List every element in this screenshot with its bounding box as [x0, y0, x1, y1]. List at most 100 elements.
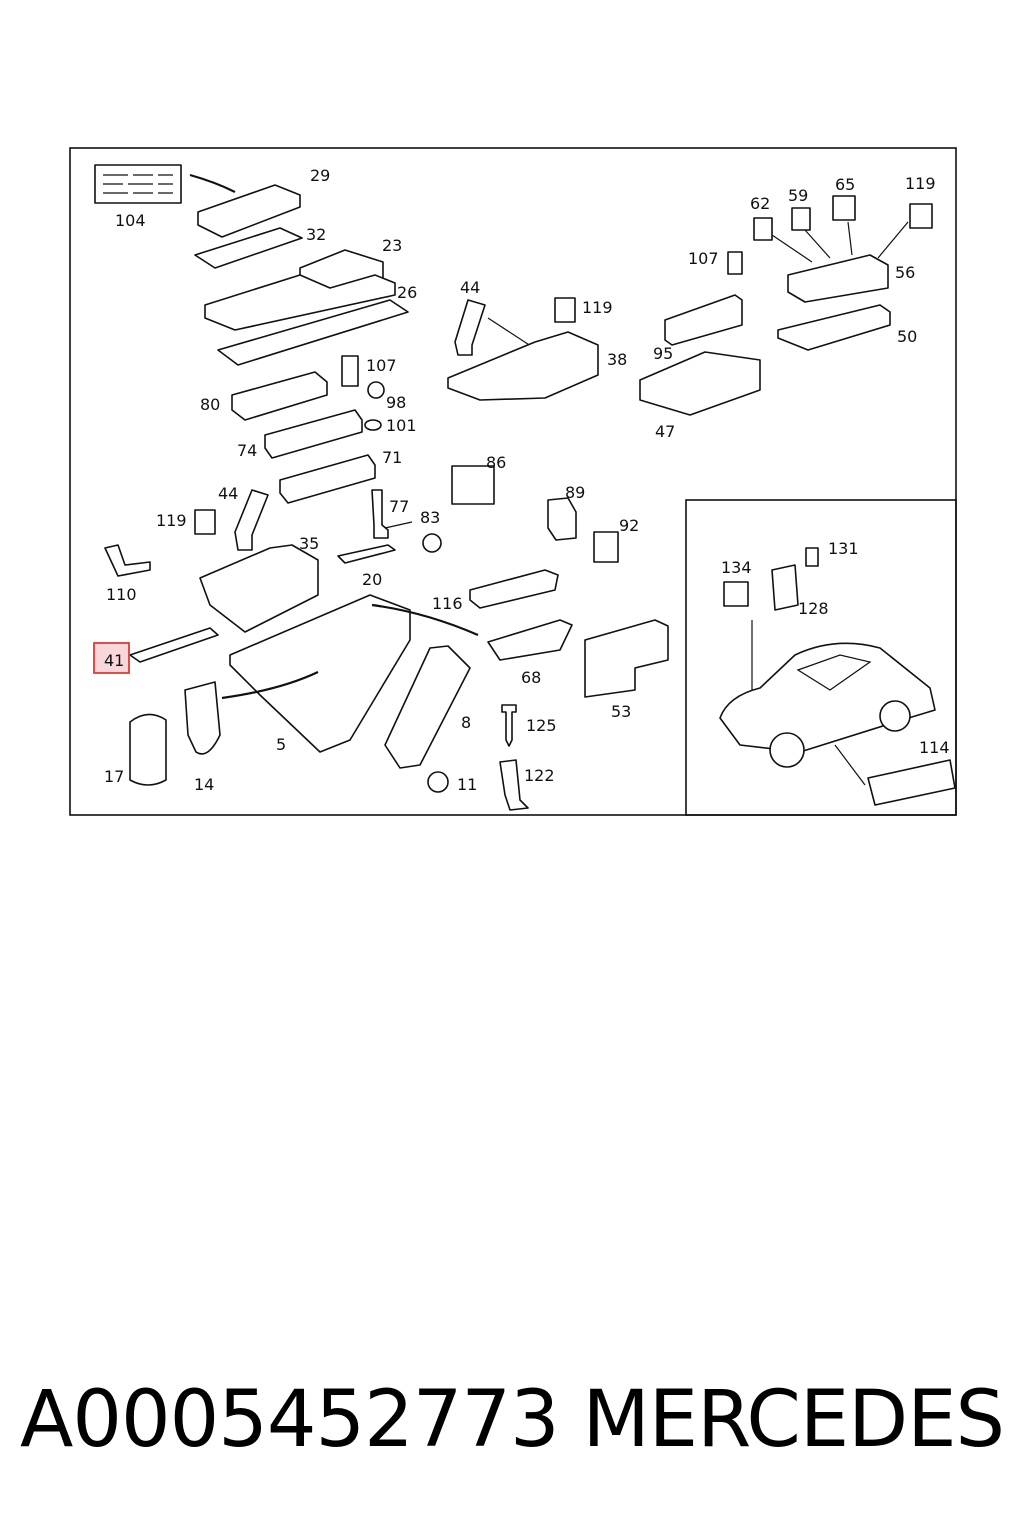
callout-86: 86: [486, 453, 506, 472]
callout-14: 14: [194, 775, 214, 794]
callout-56: 56: [895, 263, 915, 282]
part-59-relay: [791, 207, 811, 231]
part-83-screw: [422, 533, 442, 553]
arrow-5: [221, 671, 319, 700]
callout-35: 35: [299, 534, 319, 553]
part-119-relay-left: [194, 509, 216, 535]
callout-20: 20: [362, 570, 382, 589]
part-89-connector: [547, 497, 577, 541]
callout-134: 134: [721, 558, 752, 577]
callout-labels: 104 29 32 23 26 107 80 98 101 74 71 44 1…: [104, 166, 950, 794]
footer-caption: A0005452773 MERCEDES: [20, 1370, 1005, 1470]
arrow-104: [189, 173, 236, 193]
part-17-cap: [129, 713, 167, 786]
part-20-strip: [337, 544, 396, 564]
part-56-relay-carrier: [787, 254, 889, 303]
part-125-screw: [501, 704, 517, 747]
callout-50: 50: [897, 327, 917, 346]
part-101-washer: [364, 419, 382, 431]
callout-95: 95: [653, 344, 673, 363]
part-134-relay: [723, 581, 749, 607]
part-122-bracket: [499, 759, 529, 811]
car-front-wheel: [769, 732, 805, 768]
part-41-strip: [129, 627, 219, 663]
callout-62: 62: [750, 194, 770, 213]
callout-23: 23: [382, 236, 402, 255]
callout-74: 74: [237, 441, 257, 460]
part-104-label-sheet: [94, 164, 182, 204]
diagram-frame: [69, 147, 957, 816]
part-5-box: [229, 594, 411, 753]
callout-38: 38: [607, 350, 627, 369]
callout-98: 98: [386, 393, 406, 412]
part-26-frame: [204, 274, 396, 331]
part-119-relay-mid: [554, 297, 576, 323]
callout-11: 11: [457, 775, 477, 794]
part-35-housing: [199, 544, 319, 633]
part-86-connector: [451, 465, 495, 505]
part-74-bracket: [264, 409, 363, 459]
part-110-connector: [104, 544, 151, 577]
part-116-carrier: [469, 569, 559, 609]
part-95-fuse-strip: [664, 294, 743, 346]
callout-116: 116: [432, 594, 463, 613]
callout-119-right: 119: [905, 174, 936, 193]
part-98-screw: [367, 381, 385, 399]
callout-68: 68: [521, 668, 541, 687]
part-128-holder: [771, 564, 799, 611]
part-50-bracket: [777, 304, 891, 351]
part-68-tray: [487, 619, 573, 661]
car-details: [796, 654, 872, 786]
leader-83: [384, 521, 413, 529]
callout-5: 5: [276, 735, 286, 754]
part-107-fuse: [341, 355, 359, 387]
callout-122: 122: [524, 766, 555, 785]
leaders-relays: [771, 221, 909, 263]
callout-26: 26: [397, 283, 417, 302]
callout-92: 92: [619, 516, 639, 535]
part-47-relay-box: [639, 351, 761, 416]
callout-131: 131: [828, 539, 859, 558]
part-32-seal: [194, 227, 303, 269]
part-44-clip-right: [454, 299, 486, 356]
part-44-clip-left: [234, 489, 269, 551]
callout-17: 17: [104, 767, 124, 786]
part-119-relay-right: [909, 203, 933, 229]
part-29-cover: [197, 184, 301, 238]
part-114-battery: [867, 759, 956, 806]
part-65-relay: [832, 195, 856, 221]
callout-32: 32: [306, 225, 326, 244]
part-77-pin: [371, 489, 389, 539]
callout-107: 107: [366, 356, 397, 375]
parts-diagram: 104 29 32 23 26 107 80 98 101 74 71 44 1…: [69, 147, 957, 816]
part-14-holder: [184, 681, 221, 755]
brand-name: MERCEDES: [582, 1375, 1005, 1465]
part-53-module: [584, 619, 669, 698]
part-131-fuse: [805, 547, 819, 567]
callout-83: 83: [420, 508, 440, 527]
callout-65: 65: [835, 175, 855, 194]
callout-119: 119: [156, 511, 187, 530]
callout-71: 71: [382, 448, 402, 467]
callout-59: 59: [788, 186, 808, 205]
part-seal-ring: [217, 299, 409, 366]
callout-114: 114: [919, 738, 950, 757]
callout-119-mid: 119: [582, 298, 613, 317]
car-illustration: [719, 642, 936, 753]
callout-80: 80: [200, 395, 220, 414]
callout-53: 53: [611, 702, 631, 721]
callout-44-right: 44: [460, 278, 480, 297]
part-8-gasket: [384, 645, 471, 769]
part-107-fuse-right: [727, 251, 743, 275]
part-80-fuse-block: [231, 371, 328, 421]
inset-frame: [685, 499, 957, 816]
callout-8: 8: [461, 713, 471, 732]
callout-110: 110: [106, 585, 137, 604]
callout-77: 77: [389, 497, 409, 516]
car-rear-wheel: [879, 700, 911, 732]
callout-89: 89: [565, 483, 585, 502]
callout-107-right: 107: [688, 249, 719, 268]
arrow-116: [371, 603, 479, 637]
callout-44: 44: [218, 484, 238, 503]
callout-47: 47: [655, 422, 675, 441]
